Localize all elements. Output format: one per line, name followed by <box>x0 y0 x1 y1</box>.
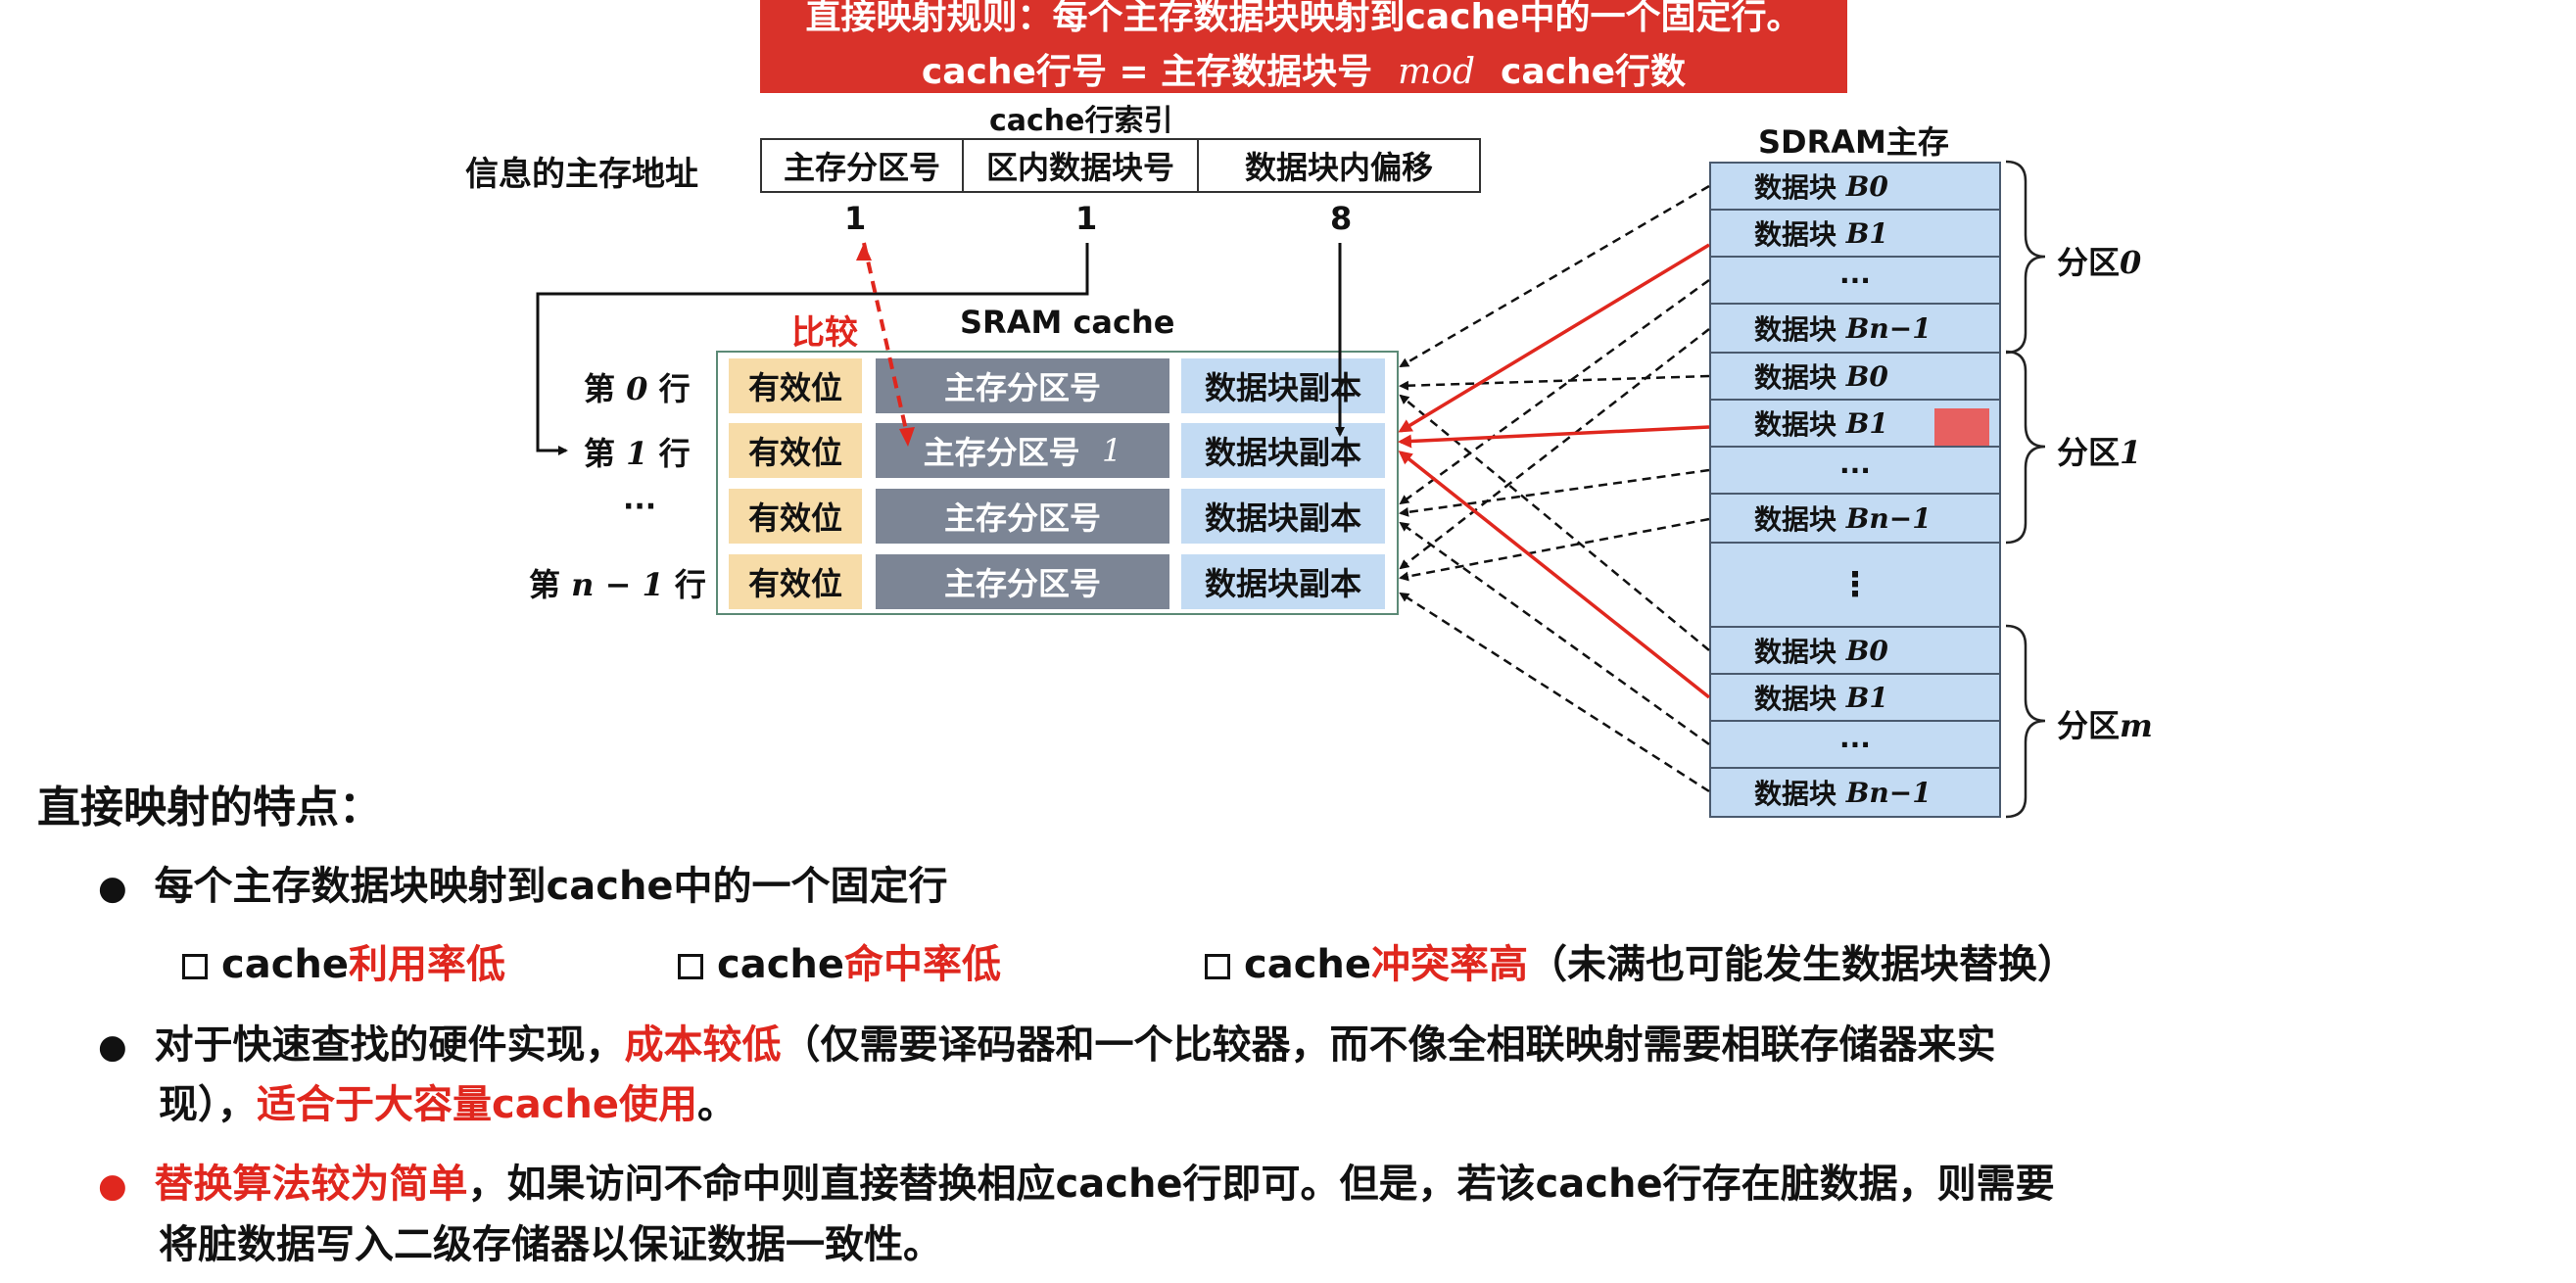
partition-label-1: 分区1 <box>2057 434 2142 471</box>
cache-row-2-copy: 数据块副本 <box>1181 489 1385 544</box>
feature-sub-2: cache命中率低 <box>678 932 1001 989</box>
partition-label-m: 分区m <box>2057 707 2153 744</box>
checkbox-bullet-icon <box>1205 954 1230 979</box>
feature-sub-3: cache冲突率高（未满也可能发生数据块替换） <box>1205 932 2076 989</box>
banner-formula-left: cache行号 = 主存数据块号 <box>921 52 1373 92</box>
memory-pm-block-last: 数据块 Bn−1 <box>1709 767 2001 818</box>
feature-bullet-2-line-2: 现），适合于大容量cache使用。 <box>159 1082 738 1127</box>
address-field-offset: 数据块内偏移 <box>1197 138 1481 193</box>
partition-brace-0 <box>2005 160 2046 355</box>
cache-row-0-tag: 主存分区号 <box>876 358 1169 413</box>
cache-row-1-copy: 数据块副本 <box>1181 423 1385 478</box>
banner-line-1: 直接映射规则：每个主存数据块映射到cache中的一个固定行。 <box>805 0 1802 37</box>
cache-row-label-dots: ··· <box>623 490 657 524</box>
feature-bullet-3-line-2: 将脏数据写入二级存储器以保证数据一致性。 <box>159 1222 942 1267</box>
memory-pm-block-1: 数据块 B1 <box>1709 673 2001 722</box>
address-field-block: 区内数据块号 <box>962 138 1199 193</box>
memory-highlight-marker <box>1934 408 1989 448</box>
bullet-dot: ● <box>98 869 127 908</box>
compare-connector <box>862 242 910 440</box>
feature-bullet-3: ● 替换算法较为简单，如果访问不命中则直接替换相应cache行即可。但是，若该c… <box>98 1162 2055 1207</box>
feature-sub-1: cache利用率低 <box>182 932 505 989</box>
address-title: 信息的主存地址 <box>465 155 698 194</box>
memory-p0-dots: ··· <box>1709 256 2001 305</box>
partition-brace-1 <box>2005 350 2046 545</box>
cache-row-0-copy: 数据块副本 <box>1181 358 1385 413</box>
cache-row-label-last: 第 n − 1 行 <box>529 566 706 603</box>
cache-row-1-valid: 有效位 <box>729 423 862 478</box>
features-heading: 直接映射的特点： <box>37 783 382 832</box>
feature-bullet-2: ● 对于快速查找的硬件实现，成本较低（仅需要译码器和一个比较器，而不像全相联映射… <box>98 1022 1996 1068</box>
address-bits-block: 1 <box>1075 200 1098 237</box>
mapping-rule-banner: 直接映射规则：每个主存数据块映射到cache中的一个固定行。 cache行号 =… <box>760 0 1847 93</box>
bullet-dot: ● <box>98 1027 127 1067</box>
cache-row-3-valid: 有效位 <box>729 554 862 609</box>
cache-title: SRAM cache <box>960 304 1175 341</box>
banner-line-2: cache行号 = 主存数据块号 mod cache行数 <box>760 43 1847 94</box>
memory-pm-dots: ··· <box>1709 720 2001 769</box>
bullet-dot-red: ● <box>98 1166 127 1206</box>
address-bits-partition: 1 <box>844 200 867 237</box>
cache-row-label-1: 第 1 行 <box>584 435 691 472</box>
cache-index-label: cache行索引 <box>989 104 1173 138</box>
cache-row-3-copy: 数据块副本 <box>1181 554 1385 609</box>
partition-brace-m <box>2005 624 2046 819</box>
feature-bullet-1: ● 每个主存数据块映射到cache中的一个固定行 <box>98 864 948 909</box>
banner-formula-mod: mod <box>1398 52 1476 92</box>
memory-p0-block-1: 数据块 B1 <box>1709 209 2001 258</box>
cache-row-label-0: 第 0 行 <box>584 370 691 407</box>
banner-formula-right: cache行数 <box>1501 52 1687 92</box>
cache-row-0-valid: 有效位 <box>729 358 862 413</box>
memory-p0-block-0: 数据块 B0 <box>1709 162 2001 211</box>
memory-p0-block-last: 数据块 Bn−1 <box>1709 303 2001 354</box>
cache-row-1-tag: 主存分区号 1 <box>876 423 1169 478</box>
checkbox-bullet-icon <box>182 954 208 979</box>
compare-label: 比较 <box>791 313 858 353</box>
cache-row-1-tag-value: 1 <box>1101 432 1122 469</box>
checkbox-bullet-icon <box>678 954 703 979</box>
partition-label-0: 分区0 <box>2057 244 2142 281</box>
index-connector <box>536 243 1089 455</box>
cache-row-3-tag: 主存分区号 <box>876 554 1169 609</box>
memory-title: SDRAM主存 <box>1758 123 1949 161</box>
address-bits-offset: 8 <box>1330 200 1353 237</box>
cache-row-2-valid: 有效位 <box>729 489 862 544</box>
cache-row-2-tag: 主存分区号 <box>876 489 1169 544</box>
